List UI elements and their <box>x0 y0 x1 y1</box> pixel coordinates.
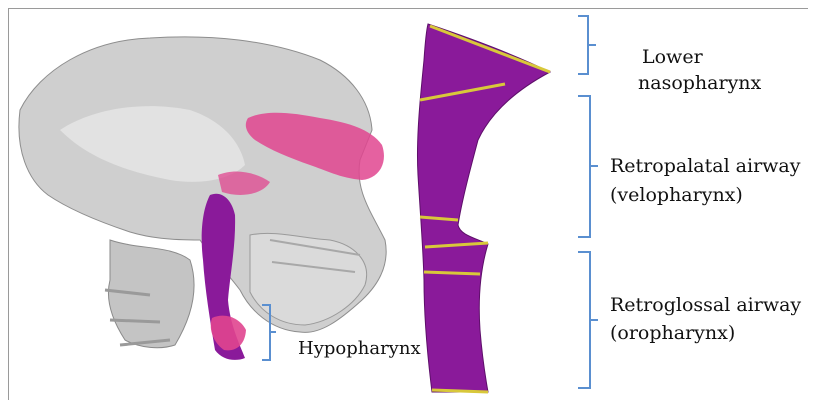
isolated-airway <box>417 24 550 392</box>
bracket-retropalatal <box>578 96 598 237</box>
label-retroglossal-line2: (oropharynx) <box>610 320 735 346</box>
label-hypopharynx: Hypopharynx <box>298 336 421 362</box>
label-retropalatal-line2: (velopharynx) <box>610 182 743 208</box>
boundary-line-glossal-mid <box>424 272 480 274</box>
label-retropalatal-line1: Retropalatal airway <box>610 153 801 179</box>
bracket-lower-nasopharynx <box>578 16 596 74</box>
label-retroglossal-line1: Retroglossal airway <box>610 292 801 318</box>
label-lower-nasopharynx-line1: Lower <box>642 44 703 70</box>
label-lower-nasopharynx-line2: nasopharynx <box>638 70 761 96</box>
boundary-line-bottom <box>432 390 488 392</box>
skull-ct-render <box>19 37 386 348</box>
bracket-retroglossal <box>578 252 598 388</box>
